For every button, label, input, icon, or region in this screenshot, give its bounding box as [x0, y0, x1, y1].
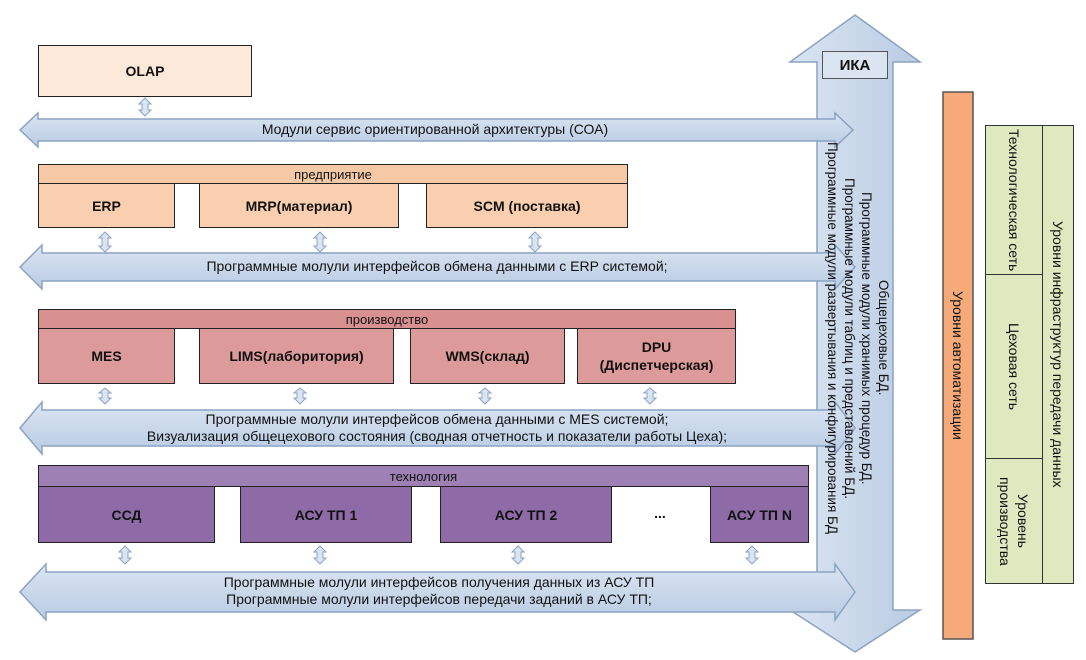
erp-bus-label: Программные молули интерфейсов обмена да…	[206, 258, 668, 274]
erp-label: ERP	[92, 197, 121, 214]
ika-vertical-arrow	[787, 14, 923, 653]
asutp-bus-line2: Программные молули интерфейсов передачи …	[226, 591, 652, 607]
mes-label: MES	[91, 348, 122, 364]
connector-erp	[97, 231, 113, 253]
asutp-bus-arrow	[18, 561, 856, 623]
soa-bus-arrow	[18, 111, 855, 149]
mes-bus-line2: Визуализация общецехового состояния (сво…	[146, 428, 728, 444]
ssd-box: ССД	[38, 486, 215, 543]
shop-network-cell: Цеховая сеть	[985, 274, 1043, 459]
ika-line2: Программные модули хранимых процедур БД.	[859, 191, 874, 485]
automation-bar	[942, 91, 974, 640]
enterprise-header-label: предприятие	[294, 166, 372, 182]
technology-header-label: технология	[389, 468, 458, 484]
mes-bus-line1: Программные молули интерфейсов обмена да…	[205, 411, 669, 427]
infrastructure-title: Уровни инфраструктур передачи данных	[1050, 221, 1066, 488]
mrp-label: MRP(материал)	[245, 197, 353, 214]
scm-label: SCM (поставка)	[473, 197, 581, 214]
mes-box: MES	[38, 328, 175, 384]
dpu-label: DPU	[641, 339, 672, 355]
connector-dpu	[642, 387, 658, 405]
lims-box: LIMS(лаборитория)	[199, 328, 394, 384]
ssd-label: ССД	[111, 506, 142, 523]
connector-mrp	[312, 231, 328, 253]
tech-network-cell: Технологическая сеть	[985, 125, 1043, 275]
ika-description: Общецеховые БД. Программные модули храни…	[820, 88, 892, 588]
asutp-bus-line1: Программные молули интерфейсов получения…	[223, 574, 655, 590]
ika-line4: Программные модули развертывания и конфи…	[825, 141, 840, 535]
technology-header: технология	[38, 465, 809, 487]
connector-asutp2	[510, 545, 526, 565]
asutp1-box: АСУ ТП 1	[240, 486, 412, 543]
production-header: производство	[38, 309, 736, 329]
olap-label: OLAP	[125, 63, 165, 79]
ika-label: ИКА	[839, 56, 871, 74]
shop-network-label: Цеховая сеть	[1006, 322, 1022, 411]
connector-olap	[137, 97, 153, 117]
olap-box: OLAP	[38, 45, 252, 97]
asutp2-label: АСУ ТП 2	[494, 506, 558, 523]
scm-box: SCM (поставка)	[426, 183, 628, 228]
erp-box: ERP	[38, 183, 175, 228]
connector-asutpn	[744, 545, 760, 565]
soa-bus-label: Модули сервис ориентированной архитектур…	[261, 121, 609, 137]
connector-lims	[292, 387, 308, 405]
connector-scm	[527, 231, 543, 253]
connector-ssd	[117, 545, 133, 565]
automation-label: Уровни автоматизации	[950, 291, 966, 440]
production-level-label: Уровень производства	[997, 476, 1031, 566]
connectors	[97, 97, 760, 565]
connector-wms	[477, 387, 493, 405]
ika-line1: Общецеховые БД.	[876, 280, 891, 396]
dpu-box: DPU (Диспетчерская)	[577, 328, 736, 384]
enterprise-header: предприятие	[38, 164, 628, 184]
asutp2-box: АСУ ТП 2	[440, 486, 612, 543]
asutp-bus-label: Программные молули интерфейсов получения…	[48, 574, 830, 608]
asutpn-box: АСУ ТП N	[710, 486, 809, 543]
erp-bus-arrow	[18, 243, 857, 291]
production-header-label: производство	[345, 311, 429, 327]
tech-network-label: Технологическая сеть	[1006, 128, 1022, 272]
mes-bus-label: Программные молули интерфейсов обмена да…	[44, 411, 830, 445]
production-level-cell: Уровень производства	[985, 458, 1043, 584]
asutpn-label: АСУ ТП N	[727, 506, 792, 523]
ika-line3: Программные модули таблиц и представлени…	[842, 177, 857, 499]
infrastructure-title-cell: Уровни инфраструктур передачи данных	[1042, 125, 1074, 584]
dpu-sublabel: (Диспетчерская)	[599, 357, 714, 373]
connector-asutp1	[312, 545, 328, 565]
ika-box: ИКА	[822, 51, 888, 79]
mes-bus-arrow	[19, 399, 856, 457]
wms-label: WMS(склад)	[445, 348, 530, 364]
connector-mes	[97, 387, 113, 405]
wms-box: WMS(склад)	[410, 328, 565, 384]
asutp1-label: АСУ ТП 1	[294, 506, 358, 523]
mrp-box: MRP(материал)	[199, 183, 399, 228]
lims-label: LIMS(лаборитория)	[229, 348, 364, 364]
technology-ellipsis: ...	[654, 505, 666, 521]
